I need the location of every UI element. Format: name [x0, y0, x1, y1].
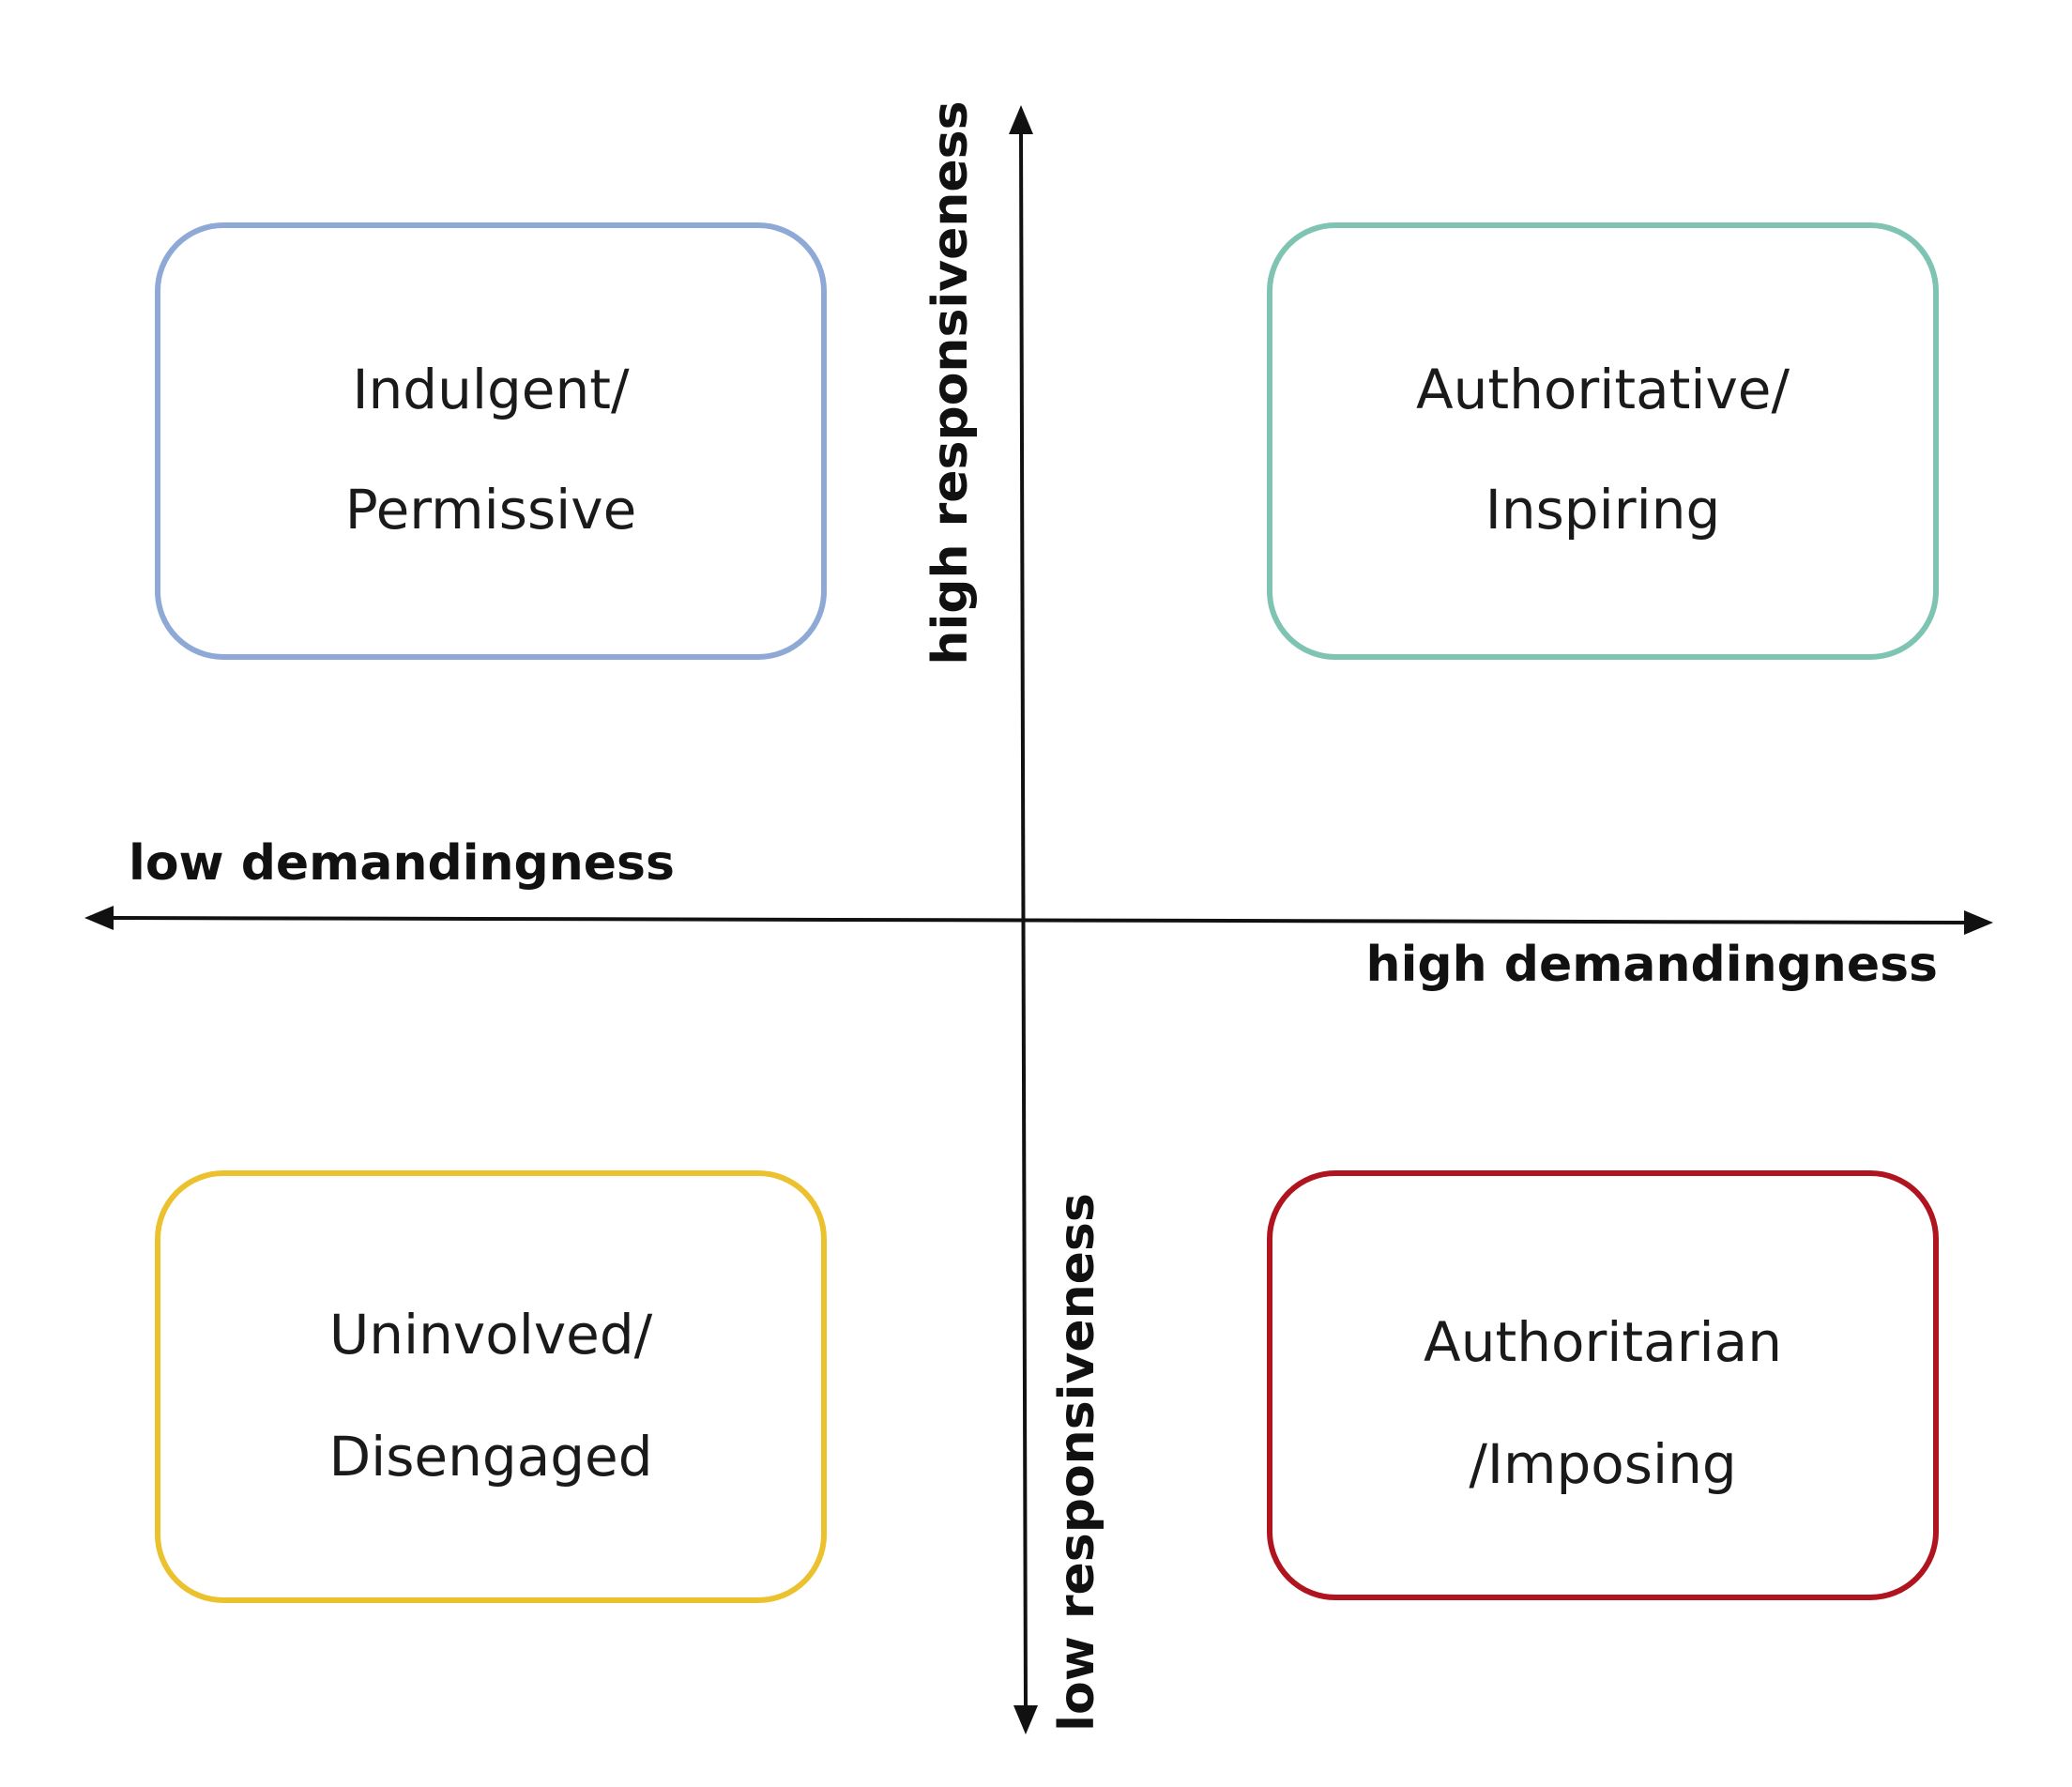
horizontal-axis-line: [112, 916, 1967, 924]
quadrant-label-line1: Uninvolved/: [329, 1303, 653, 1367]
quadrant-label-line2: Inspiring: [1485, 478, 1721, 542]
arrow-left-icon: [84, 906, 114, 930]
quadrant-authoritative-inspiring: Authoritative/ Inspiring: [1267, 222, 1939, 660]
quadrant-box-bottom-right: [1267, 1170, 1939, 1600]
quadrant-box-top-right: [1267, 222, 1939, 660]
quadrant-label-line1: Authoritarian: [1424, 1310, 1782, 1374]
quadrant-label-line2: Permissive: [345, 478, 637, 542]
axis-label-high-responsiveness: high responsiveness: [922, 100, 979, 664]
horizontal-axis: [84, 906, 1993, 935]
arrow-down-icon: [1013, 1705, 1038, 1734]
quadrant-box-bottom-left: [155, 1170, 827, 1603]
quadrant-label-line1: Indulgent/: [352, 358, 630, 421]
axis-label-low-responsiveness: low responsiveness: [1049, 1193, 1105, 1732]
quadrant-label-line2: Disengaged: [328, 1425, 652, 1489]
quadrant-label-line1: Authoritative/: [1416, 358, 1790, 421]
quadrant-box-top-left: [155, 222, 827, 660]
quadrant-uninvolved-disengaged: Uninvolved/ Disengaged: [155, 1170, 827, 1603]
quadrant-indulgent-permissive: Indulgent/ Permissive: [155, 222, 827, 660]
quadrant-authoritarian-imposing: Authoritarian /Imposing: [1267, 1170, 1939, 1600]
axis-label-high-demandingness: high demandingness: [1366, 937, 1938, 993]
arrow-up-icon: [1009, 105, 1033, 134]
axis-label-low-demandingness: low demandingness: [129, 835, 675, 892]
arrow-right-icon: [1964, 910, 1993, 935]
quadrant-label-line2: /Imposing: [1469, 1432, 1736, 1496]
